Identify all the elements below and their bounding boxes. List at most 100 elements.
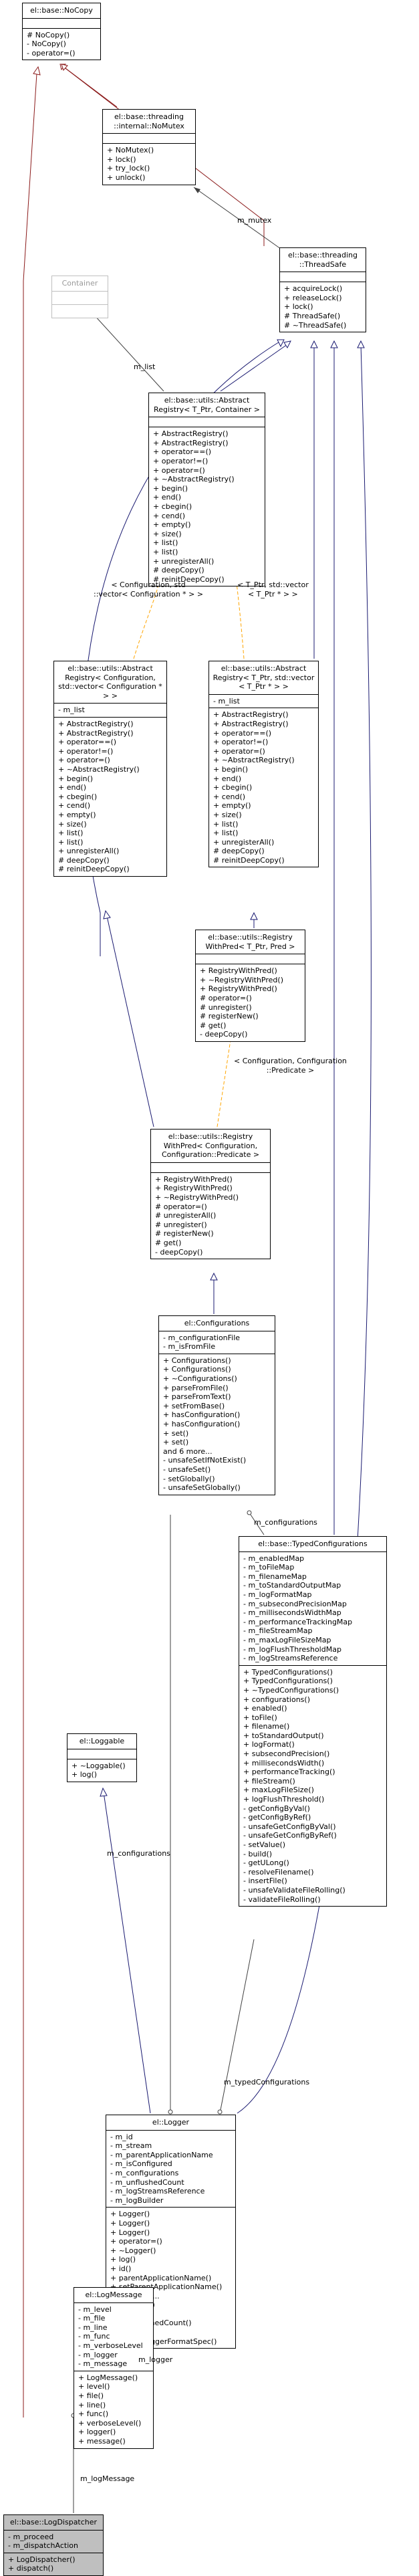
op: + acquireLock() bbox=[284, 284, 343, 294]
label-line: ::Predicate > bbox=[266, 1065, 315, 1075]
op: # NoCopy() bbox=[27, 30, 70, 39]
title-line: el::base::utils::Abstract bbox=[67, 664, 153, 673]
op: + ~AbstractRegistry() bbox=[58, 764, 140, 774]
op: + empty() bbox=[58, 810, 96, 819]
op: + performanceTracking() bbox=[243, 1767, 335, 1777]
edge-label-bind-conf: < Configuration, std ::vector< Configura… bbox=[94, 580, 203, 599]
arrowhead bbox=[277, 339, 285, 348]
operations: + AbstractRegistry() + AbstractRegistry(… bbox=[149, 427, 265, 586]
op: - operator=() bbox=[27, 48, 76, 58]
class-title: el::base::NoCopy bbox=[23, 3, 100, 19]
arrowhead bbox=[194, 187, 200, 193]
op: + list() bbox=[153, 547, 178, 556]
edge-absreg-threadsafe bbox=[220, 344, 288, 392]
class-registrywithpred-configuration[interactable]: el::base::utils::Registry WithPred< Conf… bbox=[150, 1129, 271, 1260]
op: + list() bbox=[58, 829, 84, 838]
class-nomutex[interactable]: el::base::threading ::internal::NoMutex … bbox=[102, 109, 196, 185]
attributes: - m_enabledMap - m_toFileMap - m_filenam… bbox=[239, 1552, 386, 1666]
title-line: ::ThreadSafe bbox=[299, 259, 347, 269]
op: + ~AbstractRegistry() bbox=[153, 475, 235, 484]
op: + Logger() bbox=[110, 2210, 150, 2219]
edge-dispatcher-nocopy bbox=[23, 73, 37, 2418]
attr: - m_toFileMap bbox=[243, 1563, 295, 1572]
op: + lock() bbox=[107, 154, 136, 164]
edge-label-m-logger: m_logger bbox=[138, 2355, 173, 2364]
class-loggable[interactable]: el::Loggable + ~Loggable() + log() bbox=[67, 1733, 137, 1782]
class-configurations[interactable]: el::Configurations - m_configurationFile… bbox=[158, 1315, 275, 1495]
title-line: el::base::TypedConfigurations bbox=[258, 1539, 368, 1548]
attr: - m_logStreamsReference bbox=[243, 1654, 338, 1663]
op: + list() bbox=[58, 837, 84, 847]
attr: - m_maxLogFileSizeMap bbox=[243, 1635, 331, 1644]
op: + ~Configurations() bbox=[163, 1374, 237, 1383]
op: + logger() bbox=[78, 2428, 116, 2437]
op: + func() bbox=[78, 2409, 109, 2419]
op: + TypedConfigurations() bbox=[243, 1667, 333, 1677]
operations: + Configurations() + Configurations() + … bbox=[159, 1354, 275, 1495]
attr: - m_id bbox=[110, 2132, 133, 2141]
class-container[interactable]: Container bbox=[51, 276, 108, 318]
class-nocopy[interactable]: el::base::NoCopy # NoCopy() - NoCopy() -… bbox=[22, 3, 101, 61]
class-abstractregistry-tptr[interactable]: el::base::utils::Abstract Registry< T_Pt… bbox=[208, 661, 319, 868]
operations: + TypedConfigurations() + TypedConfigura… bbox=[239, 1666, 386, 1906]
op: and 6 more... bbox=[163, 1446, 213, 1456]
edge-typed-logger bbox=[220, 1939, 255, 2111]
class-title: el::LogMessage bbox=[74, 2288, 153, 2303]
op: + parseFromFile() bbox=[163, 1383, 229, 1392]
op: - unsafeGetConfigByRef() bbox=[243, 1831, 337, 1840]
class-logmessage[interactable]: el::LogMessage - m_level - m_file - m_li… bbox=[74, 2287, 154, 2449]
attr: - m_logFormatMap bbox=[243, 1590, 312, 1599]
attributes bbox=[149, 417, 265, 428]
op: - validateFileRolling() bbox=[243, 1895, 321, 1904]
op: + parseFromText() bbox=[163, 1392, 231, 1402]
attributes bbox=[151, 1163, 270, 1173]
op: + operator!=() bbox=[213, 738, 269, 747]
op: + cend() bbox=[213, 792, 246, 801]
title-line: el::Loggable bbox=[79, 1737, 125, 1745]
op: + line() bbox=[78, 2400, 106, 2409]
op: + level() bbox=[78, 2382, 110, 2391]
op: + operator==() bbox=[213, 728, 272, 738]
title-line: el::base::utils::Abstract bbox=[221, 664, 307, 673]
attr: - m_millisecondsWidthMap bbox=[243, 1608, 341, 1618]
attr: - m_filenameMap bbox=[243, 1572, 307, 1581]
operations: + RegistryWithPred() + ~RegistryWithPred… bbox=[196, 964, 305, 1041]
attr: - m_isFromFile bbox=[163, 1342, 216, 1352]
op: + fileStream() bbox=[243, 1776, 295, 1786]
op: # operator=() bbox=[155, 1202, 207, 1211]
class-typedconfigurations[interactable]: el::base::TypedConfigurations - m_enable… bbox=[239, 1536, 387, 1907]
op: + unregisterAll() bbox=[153, 556, 215, 566]
op: - insertFile() bbox=[243, 1876, 287, 1886]
arrowhead bbox=[357, 340, 365, 348]
class-threadsafe[interactable]: el::base::threading ::ThreadSafe + acqui… bbox=[279, 247, 366, 333]
op: + ~Loggable() bbox=[72, 1761, 126, 1770]
operations: + NoMutex() + lock() + try_lock() + unlo… bbox=[103, 144, 195, 184]
arrowhead bbox=[210, 1272, 218, 1281]
arrowhead bbox=[247, 1510, 252, 1515]
class-abstractregistry[interactable]: el::base::utils::Abstract Registry< T_Pt… bbox=[148, 393, 265, 587]
op: - setValue() bbox=[243, 1840, 286, 1849]
class-title: el::base::TypedConfigurations bbox=[239, 1537, 386, 1552]
class-registrywithpred[interactable]: el::base::utils::Registry WithPred< T_Pt… bbox=[195, 930, 305, 1042]
op: + logFormat() bbox=[243, 1740, 295, 1749]
op: # ThreadSafe() bbox=[284, 311, 341, 320]
op: # unregister() bbox=[155, 1220, 207, 1229]
operations bbox=[52, 305, 108, 318]
title-line: el::base::LogDispatcher bbox=[9, 2518, 98, 2527]
edge-label-m-typedconfigurations: m_typedConfigurations bbox=[224, 2078, 310, 2086]
arrowhead bbox=[33, 66, 41, 76]
op: + ~Logger() bbox=[110, 2246, 156, 2255]
class-abstractregistry-configuration[interactable]: el::base::utils::Abstract Registry< Conf… bbox=[53, 661, 167, 877]
attributes bbox=[280, 272, 366, 283]
edge-mutex bbox=[193, 187, 281, 249]
arrowhead bbox=[100, 1787, 108, 1797]
operations: + AbstractRegistry() + AbstractRegistry(… bbox=[54, 718, 166, 876]
class-logdispatcher[interactable]: el::base::LogDispatcher - m_proceed - m_… bbox=[3, 2514, 104, 2576]
class-title: el::base::threading ::ThreadSafe bbox=[280, 248, 366, 273]
op: + Logger() bbox=[110, 2228, 150, 2237]
op: + filename() bbox=[243, 1722, 290, 1731]
op: - getConfigByVal() bbox=[243, 1804, 310, 1813]
attr: - m_subsecondPrecisionMap bbox=[243, 1599, 347, 1608]
edge-conf-typedconf bbox=[250, 1514, 265, 1535]
attributes bbox=[196, 954, 305, 965]
